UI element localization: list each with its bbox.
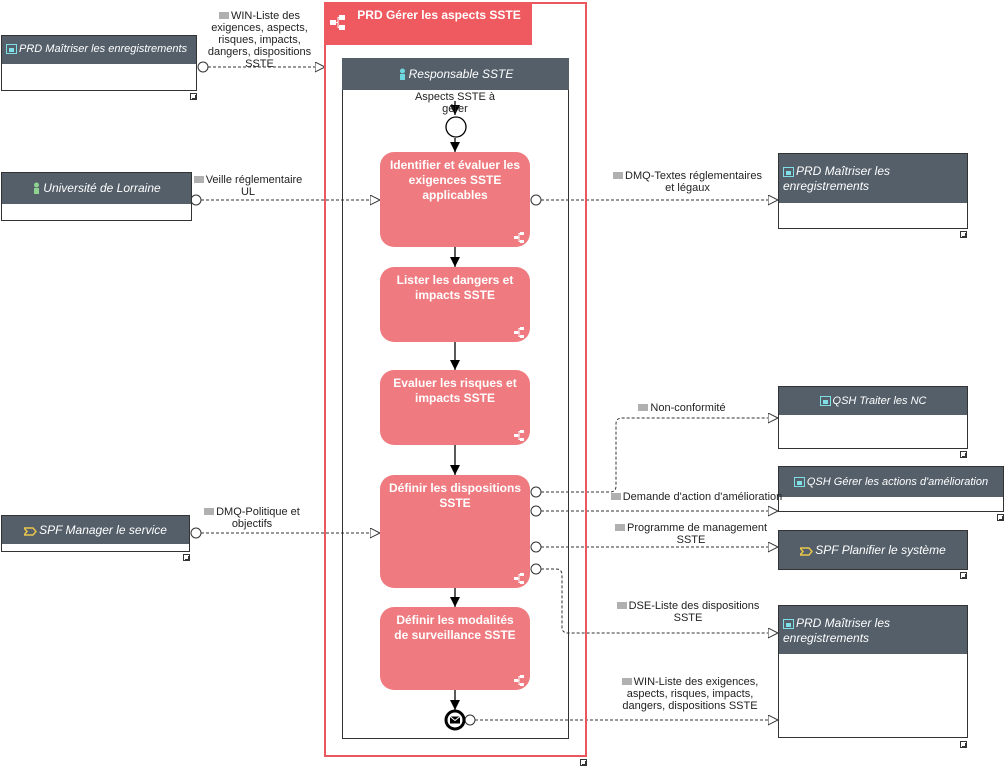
process-icon	[819, 396, 831, 406]
activity-lister[interactable]: Lister les dangers et impacts SSTE	[380, 267, 530, 342]
process-header[interactable]: PRD Gérer les aspects SSTE	[324, 2, 532, 45]
message-icon	[616, 602, 627, 609]
service-icon	[800, 547, 814, 556]
external-prd-right-bottom[interactable]: PRD Maîtriser les enregistrements	[778, 605, 968, 738]
process-icon	[793, 477, 805, 487]
message-flows	[201, 67, 778, 720]
activity-identifier[interactable]: Identifier et évaluer les exigences SSTE…	[380, 152, 530, 247]
person-icon	[34, 182, 40, 194]
activity-evaluer[interactable]: Evaluer les risques et impacts SSTE	[380, 370, 530, 445]
message-icon	[638, 404, 649, 411]
expand-icon[interactable]	[960, 741, 967, 748]
subprocess-icon	[514, 327, 524, 338]
process-icon	[783, 619, 794, 629]
message-icon	[621, 678, 632, 685]
message-icon	[204, 508, 215, 515]
message-ports	[190, 61, 542, 726]
expand-icon[interactable]	[580, 759, 587, 766]
subprocess-icon	[514, 232, 524, 243]
flow-label-out-demande: Demande d'action d'amélioration	[604, 491, 789, 503]
activity-definir-modalites[interactable]: Définir les modalités de surveillance SS…	[380, 607, 530, 690]
message-icon	[610, 493, 621, 500]
message-icon	[218, 12, 229, 19]
expand-icon[interactable]	[960, 231, 967, 238]
activity-definir-dispositions[interactable]: Définir les dispositions SSTE	[380, 475, 530, 588]
external-spf-planifier[interactable]: SPF Planifier le système	[778, 530, 968, 570]
external-qsh-actions-amelioration[interactable]: QSH Gérer les actions d'amélioration	[778, 466, 1004, 512]
external-qsh-traiter-nc[interactable]: QSH Traiter les NC	[778, 386, 968, 449]
flow-label-out-dmq-textes: DMQ-Textes réglementaires et légaux	[610, 170, 765, 194]
service-icon	[24, 527, 38, 536]
flow-label-out-programme: Programme de management SSTE	[612, 522, 770, 546]
flow-label-in-dmq-politique: DMQ-Politique et objectifs	[200, 506, 304, 530]
process-icon	[330, 15, 345, 30]
message-icon	[613, 172, 624, 179]
process-title: PRD Gérer les aspects SSTE	[357, 8, 521, 22]
start-event-label: Aspects SSTE à gérer	[414, 91, 496, 115]
message-icon	[193, 176, 204, 183]
flow-label-out-nc: Non-conformité	[622, 402, 742, 414]
external-universite-lorraine[interactable]: Université de Lorraine	[1, 172, 192, 221]
expand-icon[interactable]	[190, 93, 197, 100]
process-icon	[6, 44, 17, 54]
subprocess-icon	[514, 675, 524, 686]
external-prd-right-top[interactable]: PRD Maîtriser les enregistrements	[778, 153, 968, 229]
subprocess-icon	[514, 430, 524, 441]
flow-label-in-win: WIN-Liste des exigences, aspects, risque…	[207, 10, 312, 70]
expand-icon[interactable]	[183, 554, 190, 561]
external-prd-left[interactable]: PRD Maîtriser les enregistrements	[1, 35, 197, 91]
flow-label-out-win: WIN-Liste des exigences, aspects, risque…	[621, 676, 759, 712]
message-icon	[614, 524, 625, 531]
lane-title: Responsable SSTE	[408, 67, 514, 81]
start-event	[445, 116, 467, 138]
subprocess-icon	[514, 573, 524, 584]
flow-label-in-veille: Veille réglementaire UL	[192, 174, 304, 198]
expand-icon[interactable]	[960, 451, 967, 458]
lane-header[interactable]: Responsable SSTE	[342, 58, 569, 90]
expand-icon[interactable]	[960, 572, 967, 579]
process-icon	[783, 167, 794, 177]
flow-label-out-dse: DSE-Liste des dispositions SSTE	[613, 600, 763, 624]
external-spf-manager[interactable]: SPF Manager le service	[1, 515, 190, 552]
person-icon	[399, 68, 405, 80]
end-event-icon	[444, 709, 466, 731]
expand-icon[interactable]	[997, 514, 1004, 521]
